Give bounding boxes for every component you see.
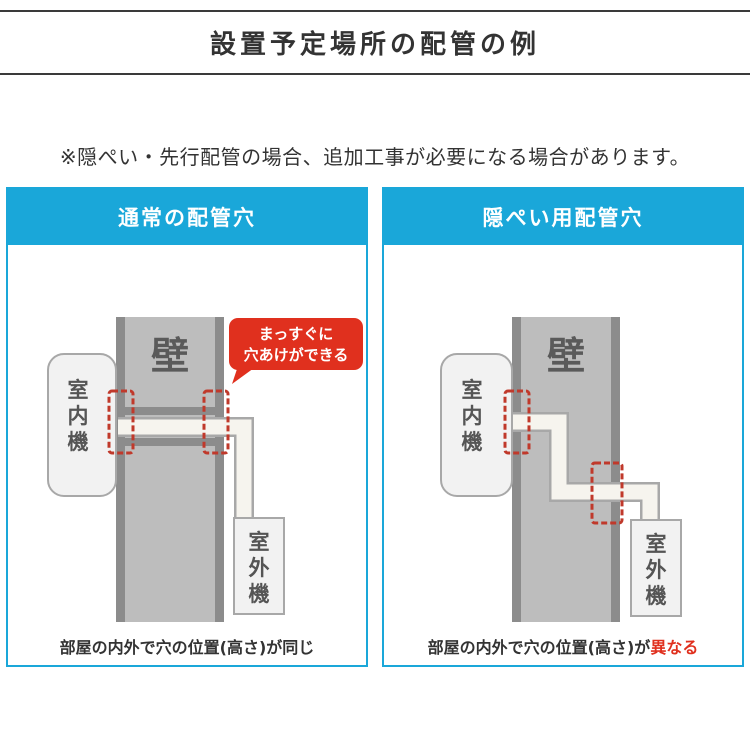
callout-line-2: 穴あけができる: [244, 346, 349, 364]
indoor-unit-label-2: 内: [462, 404, 483, 428]
page-title: 設置予定場所の配管の例: [209, 30, 540, 60]
outdoor-unit-label-2: 外: [646, 558, 667, 582]
indoor-unit: [47, 353, 117, 497]
indoor-unit-label-3: 機: [68, 430, 89, 454]
outdoor-unit: [233, 517, 285, 615]
hole-marker-indoor: [503, 389, 531, 455]
panel-concealed-hole: 隠ぺい用配管穴 壁 室 内 機 室 外 機 部屋の内外で穴の位置(高さ)が異なる: [382, 187, 744, 667]
wall-edge-left: [512, 317, 521, 622]
panel-header: 隠ぺい用配管穴: [384, 189, 742, 245]
pipe: [118, 419, 252, 525]
wall-label: 壁: [547, 334, 585, 378]
callout-line-1: まっすぐに: [259, 325, 333, 343]
wall-edge-right: [611, 317, 620, 622]
outdoor-unit-label-1: 室: [646, 532, 667, 556]
outdoor-unit-label-2: 外: [249, 556, 270, 580]
pipe: [513, 414, 658, 545]
wall-edge-left: [116, 317, 125, 622]
wall-hole-band: [125, 407, 215, 415]
concealed-hole-diagram: 壁 室 内 機 室 外 機: [440, 317, 682, 622]
outdoor-unit-label-3: 機: [646, 584, 667, 608]
panel-title: 通常の配管穴: [118, 206, 256, 230]
indoor-unit-label-3: 機: [462, 430, 483, 454]
callout-bubble: [229, 318, 363, 370]
outdoor-unit-label-3: 機: [249, 582, 270, 606]
outdoor-unit-label-1: 室: [249, 530, 270, 554]
caption-prefix: 部屋の内外で穴の位置(高さ)が: [427, 638, 651, 657]
panel-normal-hole: 通常の配管穴 壁 室 内 機 室 外 機 まっすぐに 穴あけができる 部屋の内外…: [6, 187, 368, 667]
wall-hole-band: [125, 438, 215, 446]
wall: [116, 317, 224, 622]
indoor-unit: [440, 353, 513, 497]
normal-hole-diagram: 壁 室 内 機 室 外 機 まっすぐに 穴あけができる: [47, 317, 363, 622]
panel-title: 隠ぺい用配管穴: [482, 206, 644, 230]
hole-marker-indoor: [107, 389, 135, 455]
callout-tail: [232, 363, 254, 384]
indoor-unit-label-1: 室: [462, 378, 483, 402]
hole-marker-outdoor: [202, 389, 230, 455]
panel-caption: 部屋の内外で穴の位置(高さ)が異なる: [384, 634, 742, 658]
wall-edge-right: [215, 317, 224, 622]
notice-text: ※隠ぺい・先行配管の場合、追加工事が必要になる場合があります。: [59, 145, 691, 169]
outdoor-unit: [630, 519, 682, 617]
wall-label: 壁: [151, 334, 189, 378]
caption-emphasis: 異なる: [650, 638, 699, 657]
panel-header: 通常の配管穴: [8, 189, 366, 245]
indoor-unit-label-2: 内: [68, 404, 89, 428]
hole-marker-outdoor: [590, 461, 624, 525]
panel-caption: 部屋の内外で穴の位置(高さ)が同じ: [59, 638, 315, 657]
indoor-unit-label-1: 室: [68, 378, 89, 402]
page-header: 設置予定場所の配管の例: [0, 10, 750, 75]
